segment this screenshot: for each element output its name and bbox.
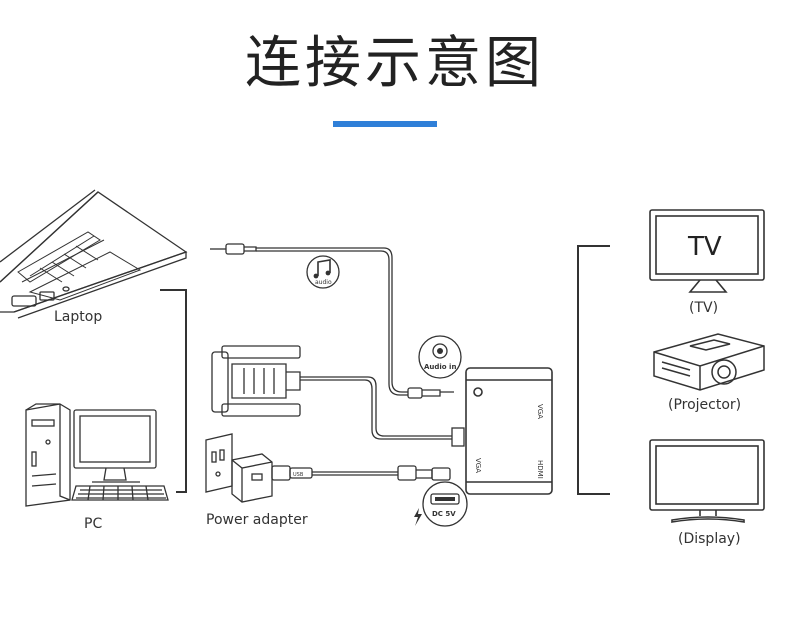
pc-illustration <box>25 403 169 507</box>
title-underline <box>333 121 437 127</box>
audio-badge-label: audio <box>315 279 332 286</box>
display-illustration <box>649 439 765 523</box>
display-label: (Display) <box>678 531 741 547</box>
projector-label: (Projector) <box>668 397 741 413</box>
page-title: 连接示意图 <box>245 31 545 96</box>
laptop-label: Laptop <box>54 309 102 325</box>
adapter-box <box>465 367 553 495</box>
dc-5v-label: DC 5V <box>432 510 456 518</box>
display-bracket <box>577 245 610 495</box>
port-vga-in-label: VGA <box>474 458 482 473</box>
laptop-illustration <box>0 189 188 319</box>
music-note-icon <box>306 255 340 289</box>
tv-label: (TV) <box>689 300 718 316</box>
port-hdmi-label: HDMI <box>536 460 544 479</box>
dc-5v-badge <box>422 481 468 527</box>
port-vga-out-label: VGA <box>536 404 544 419</box>
usb-label: USB <box>293 472 304 478</box>
power-adapter-label: Power adapter <box>206 512 308 528</box>
projector-illustration <box>653 333 765 391</box>
tv-screen-text: TV <box>687 232 722 262</box>
power-plug-icon <box>205 433 451 503</box>
audio-cable <box>210 243 454 399</box>
tv-illustration <box>649 209 765 293</box>
audio-in-badge <box>418 335 462 379</box>
pc-label: PC <box>84 516 102 532</box>
audio-in-label: Audio in <box>424 363 456 371</box>
lightning-icon <box>414 508 422 526</box>
source-bracket <box>160 289 187 493</box>
vga-cable <box>211 345 465 447</box>
